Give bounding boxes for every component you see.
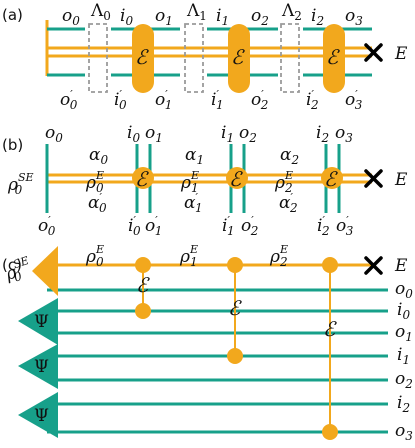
panel-b: (b) ℰ ℰ ℰ E o0 i0 o1 i1 o2 [2, 123, 408, 238]
label-alpha1: α1 [185, 145, 204, 167]
panel-c: (c) ℰ ℰ [1, 243, 413, 443]
label-o1p-a: o′1 [155, 88, 172, 112]
label-alpha0: α0 [89, 145, 108, 167]
label-o2p-b: o′2 [241, 214, 258, 238]
label-i0p-a: i′0 [114, 88, 127, 112]
triangle-icon [18, 392, 58, 438]
label-o1-a: o1 [155, 6, 173, 28]
label-i1-a: i1 [216, 6, 229, 28]
env-label-c: E [394, 256, 408, 276]
label-o3-c: o3 [395, 421, 413, 443]
label-o3p-b: o′3 [336, 214, 354, 238]
channel-label-a0: ℰ [135, 45, 149, 69]
cross-icon [364, 43, 383, 62]
label-o1-c: o1 [395, 322, 413, 344]
cross-icon [364, 169, 383, 188]
label-o0p-a: o′0 [60, 88, 78, 112]
label-i1-c: i1 [397, 345, 410, 367]
channel-label-c2: ℰ [323, 317, 337, 341]
label-o3-b: o3 [335, 123, 353, 145]
label-alpha2p: α′2 [279, 191, 298, 215]
label-i0-a: i0 [120, 6, 133, 28]
gate-dot-env-1 [227, 257, 243, 273]
label-rho-se0-c: ρSE0 [1, 254, 34, 287]
channel-label-a1: ℰ [231, 45, 245, 69]
label-lambda1: Λ1 [186, 1, 207, 23]
env-label-a: E [394, 44, 408, 64]
label-o3-a: o3 [345, 6, 363, 28]
gate-dot-env-0 [135, 257, 151, 273]
gate-dot-env-2 [322, 257, 338, 273]
gate-dot-sys-0 [135, 303, 151, 319]
channel-label-c0: ℰ [136, 273, 150, 297]
channel-box-0 [132, 24, 154, 93]
env-label-b: E [394, 170, 408, 190]
label-i0-c: i0 [397, 300, 410, 322]
channel-box-1 [228, 24, 250, 93]
channel-label-a2: ℰ [326, 45, 340, 69]
gate-dot-sys-2 [322, 424, 338, 440]
label-o1-b: o1 [145, 123, 163, 145]
gate-dot-sys-1 [227, 348, 243, 364]
triangle-icon [18, 344, 58, 389]
system-wires-c [47, 288, 388, 434]
panel-a: (a) ℰ ℰ ℰ E [2, 1, 408, 112]
lambda-box-0 [88, 23, 108, 93]
panel-a-label: (a) [2, 6, 23, 24]
cross-icon [364, 256, 383, 275]
label-o1p-b: o′1 [145, 214, 162, 238]
channel-node-b0 [132, 167, 154, 189]
label-o2-a: o2 [251, 6, 269, 28]
label-alpha0p: α′0 [88, 191, 107, 215]
label-i0-b: i0 [127, 123, 140, 145]
label-i1-b: i1 [221, 123, 234, 145]
label-o2-b: o2 [239, 123, 257, 145]
panel-b-label: (b) [2, 136, 23, 154]
label-o0p-b: o′0 [38, 214, 56, 238]
label-o0-c: o0 [395, 279, 413, 301]
label-psi-1: Ψ [34, 357, 49, 377]
label-i1p-a: i′1 [211, 88, 224, 112]
label-i2-b: i2 [316, 123, 329, 145]
label-i2-a: i2 [311, 6, 324, 28]
channel-label-b2: ℰ [324, 167, 338, 191]
label-i1p-b: i′1 [222, 214, 235, 238]
label-lambda0: Λ0 [90, 1, 111, 23]
lambda-box-1 [184, 23, 204, 93]
triangle-icon [32, 246, 58, 296]
label-o0-a: o0 [62, 6, 80, 28]
label-i0p-b: i′0 [128, 214, 141, 238]
channel-node-b2 [321, 167, 343, 189]
label-alpha1p: α′1 [184, 191, 203, 215]
channel-box-2 [323, 24, 345, 93]
label-lambda2: Λ2 [281, 1, 302, 23]
label-o2-c: o2 [395, 369, 413, 391]
channel-label-b0: ℰ [135, 167, 149, 191]
label-o2p-a: o′2 [251, 88, 268, 112]
lambda-box-2 [280, 23, 300, 93]
label-alpha2: α2 [280, 145, 299, 167]
label-o0-b: o0 [45, 123, 63, 145]
label-o3p-a: o′3 [345, 88, 363, 112]
channel-label-b1: ℰ [229, 167, 243, 191]
label-psi-2: Ψ [34, 406, 49, 426]
label-i2p-b: i′2 [317, 214, 330, 238]
triangle-icon [18, 298, 58, 345]
label-i2p-a: i′2 [306, 88, 319, 112]
channel-label-c1: ℰ [228, 296, 242, 320]
panel-c-label: (c) [2, 256, 22, 274]
channel-node-b1 [226, 167, 248, 189]
label-psi-0: Ψ [34, 312, 49, 332]
label-i2-c: i2 [397, 393, 410, 415]
